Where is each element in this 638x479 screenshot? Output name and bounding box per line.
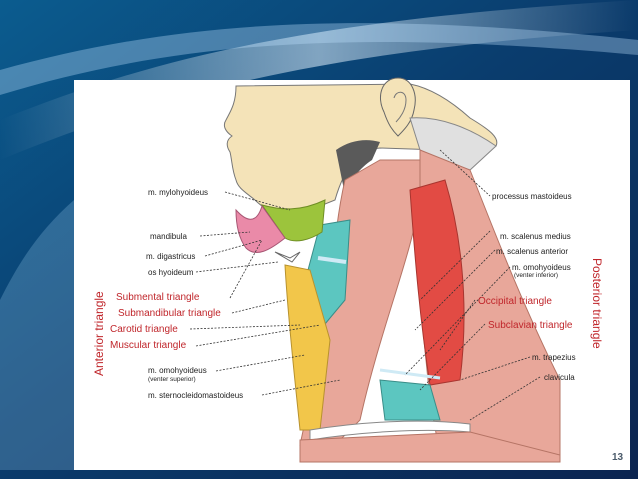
label-scalenus-medius: m. scalenus medius <box>500 232 571 241</box>
subclavian-region <box>379 379 441 421</box>
label-trapezius: m. trapezius <box>532 353 576 362</box>
label-omohyoideus-inferior: m. omohyoideus <box>512 263 571 272</box>
label-sternocleidomastoideus: m. sternocleidomastoideus <box>148 391 244 400</box>
label-posterior-triangle: Posterior triangle <box>590 258 604 349</box>
label-os-hyoideum: os hyoideum <box>148 268 194 277</box>
label-muscular-triangle: Muscular triangle <box>110 340 187 351</box>
page-number: 13 <box>612 452 624 463</box>
label-occipital-triangle: Occipital triangle <box>478 296 552 307</box>
label-mandibula: mandibula <box>150 232 187 241</box>
label-scalenus-anterior: m. scalenus anterior <box>496 247 569 256</box>
label-omohyoideus-superior: m. omohyoideus <box>148 366 207 375</box>
ear <box>380 77 416 137</box>
submental-region <box>235 204 286 253</box>
label-submandibular-triangle: Submandibular triangle <box>118 308 221 319</box>
chest-muscle <box>299 431 561 463</box>
label-anterior-triangle: Anterior triangle <box>92 291 106 376</box>
submandibular-region <box>260 199 326 242</box>
hyoid-bone <box>274 251 301 263</box>
label-omohyoideus-inferior-sub: (venter inferior) <box>514 272 559 279</box>
label-mylohyoideus: m. mylohyoideus <box>148 188 209 197</box>
label-digastricus: m. digastricus <box>146 252 196 261</box>
label-processus-mastoideus: processus mastoideus <box>492 192 572 201</box>
label-omohyoideus-superior-sub: (venter superior) <box>148 376 196 383</box>
label-subclavian-triangle: Subclavian triangle <box>488 320 573 331</box>
label-clavicula: clavicula <box>544 373 575 382</box>
leader-lines <box>189 149 541 421</box>
label-carotid-triangle: Carotid triangle <box>110 324 178 335</box>
label-submental-triangle: Submental triangle <box>116 292 200 303</box>
